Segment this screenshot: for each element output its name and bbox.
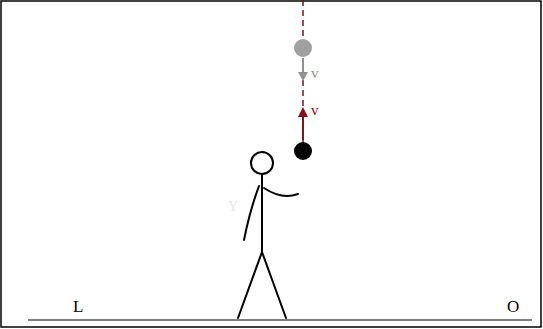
figure-arm [244,186,259,240]
velocity-label: v [311,66,319,81]
velocity-arrowhead-up [298,107,308,117]
point-label: L [73,298,83,315]
ground-line [28,319,532,320]
figure-leg [262,252,286,318]
point-label: O [507,298,519,315]
stick-figure [238,152,298,318]
figure-head [251,152,273,174]
axis-label: Y [228,200,238,214]
figure-leg [238,252,262,318]
velocity-arrow-down [302,58,304,74]
figure-body [261,174,263,252]
velocity-label: v [311,103,319,118]
ball-falling [294,39,312,57]
velocity-arrowhead-down [298,72,308,81]
ball-rising [294,142,312,160]
figure-arm [264,188,298,196]
velocity-arrow-up [302,115,304,140]
